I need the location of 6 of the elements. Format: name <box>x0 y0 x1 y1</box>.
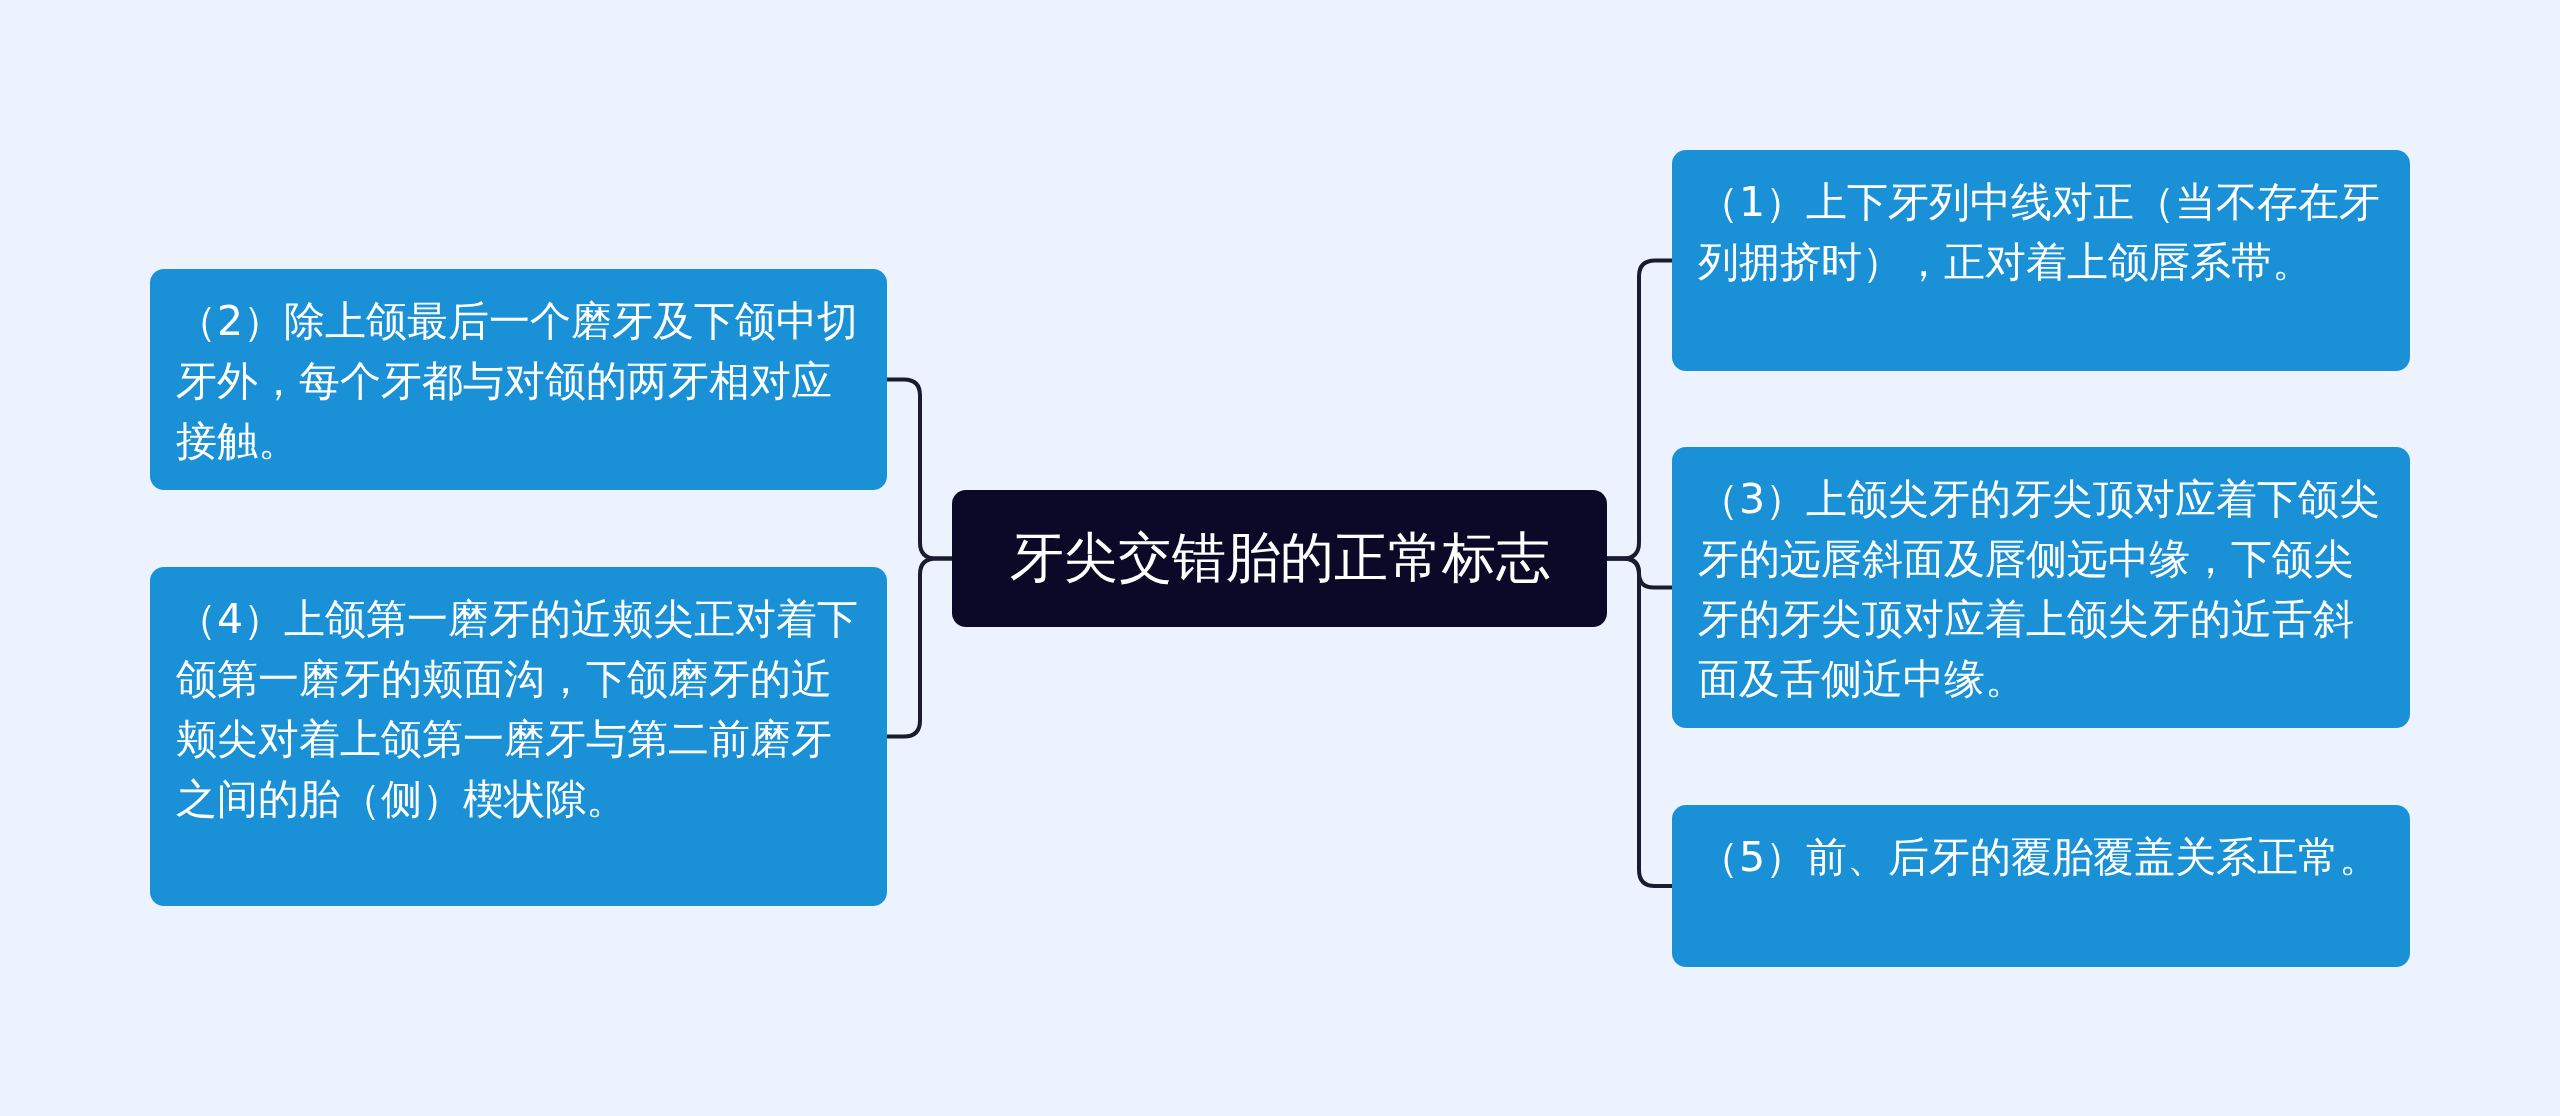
branch-box: （5）前、后牙的覆胎覆盖关系正常。 <box>1672 805 2410 967</box>
branch-box: （2）除上颌最后一个磨牙及下颌中切牙外，每个牙都与对颌的两牙相对应接触。 <box>150 269 887 490</box>
branch-box: （1）上下牙列中线对正（当不存在牙列拥挤时），正对着上颌唇系带。 <box>1672 150 2410 371</box>
topic-box: 牙尖交错胎的正常标志 <box>952 490 1607 627</box>
branch-box: （3）上颌尖牙的牙尖顶对应着下颌尖牙的远唇斜面及唇侧远中缘，下颌尖牙的牙尖顶对应着上颌尖牙的近舌斜面及舌侧近中缘。 <box>1672 447 2410 728</box>
branch-box: （4）上颌第一磨牙的近颊尖正对着下颌第一磨牙的颊面沟，下颌磨牙的近颊尖对着上颌第一磨牙与第二前磨牙之间的胎（侧）楔状隙。 <box>150 567 887 906</box>
